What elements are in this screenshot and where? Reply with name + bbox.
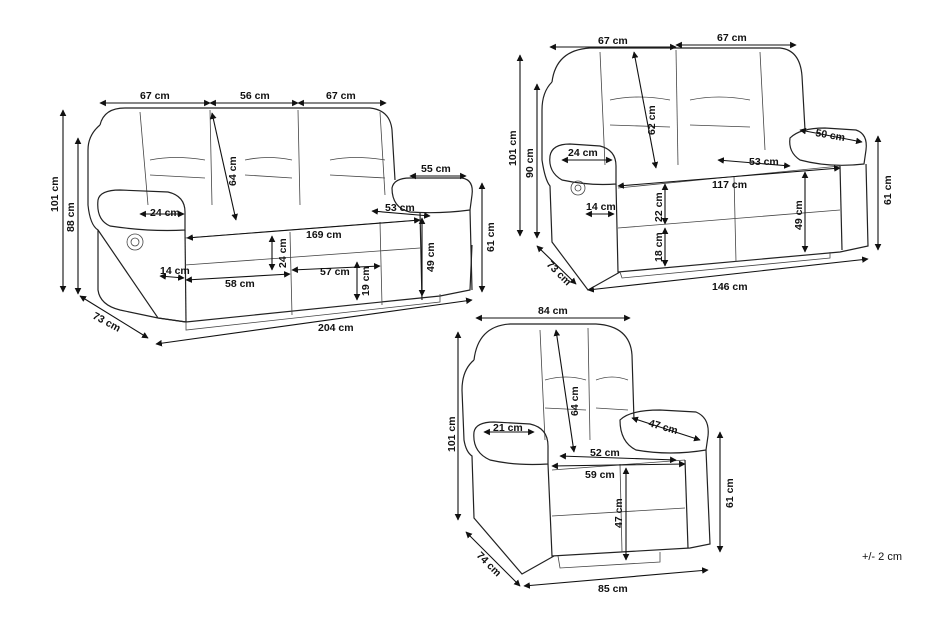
sofa2-arm-front-label: 14 cm — [586, 201, 616, 213]
sofa3-inner-width-label: 169 cm — [306, 229, 342, 241]
sofa3-total-height-label: 101 cm — [49, 176, 61, 212]
armchair-arm-height-label: 61 cm — [724, 478, 736, 508]
sofa2-total-width-dim — [587, 256, 869, 293]
armchair-seat-depth-label: 52 cm — [590, 447, 620, 459]
sofa2-back-height-label: 90 cm — [524, 148, 536, 178]
sofa2-arm-height-label: 61 cm — [882, 175, 894, 205]
armchair-total-height-label: 101 cm — [446, 416, 458, 452]
sofa-2-outline — [541, 47, 869, 291]
sofa3-seat-mid-label: 56 cm — [240, 90, 270, 102]
sofa-3-seater: 67 cm 56 cm 67 cm 101 cm 88 cm 64 cm 24 … — [49, 90, 497, 347]
sofa2-seat-height-label: 49 cm — [793, 200, 805, 230]
sofa2-seat-depth-dim — [717, 157, 791, 169]
armchair-seat-height-label: 47 cm — [613, 498, 625, 528]
sofa3-armrest-left-label: 24 cm — [150, 207, 180, 219]
sofa3-seat-right-label: 67 cm — [326, 90, 356, 102]
sofa2-depth-label: 73 cm — [544, 259, 574, 289]
armchair-total-width-label: 85 cm — [598, 583, 628, 595]
sofa3-arm-front-label: 14 cm — [160, 265, 190, 277]
armchair-seat-width-dim — [551, 460, 686, 470]
sofa3-back-cushion-label: 64 cm — [227, 156, 239, 186]
sofa3-back-height-label: 88 cm — [65, 202, 77, 232]
armchair-armrest-left-label: 21 cm — [493, 422, 523, 434]
sofa2-footrest-height-label: 18 cm — [653, 232, 665, 262]
sofa2-armrest-right-dim — [799, 127, 863, 145]
sofa3-arm-height-label: 61 cm — [485, 222, 497, 252]
sofa3-total-width-dim — [155, 297, 473, 347]
sofa3-seat-left-label: 67 cm — [140, 90, 170, 102]
sofa-2-seater: 67 cm 67 cm 101 cm 90 cm 62 cm 24 cm 50 … — [507, 32, 894, 293]
sofa3-total-width-label: 204 cm — [318, 322, 354, 334]
sofa2-total-width-label: 146 cm — [712, 281, 748, 293]
armchair-top-width-label: 84 cm — [538, 305, 568, 317]
sofa2-back-cushion-label: 62 cm — [646, 105, 658, 135]
sofa3-seat-height-label: 49 cm — [425, 242, 437, 272]
sofa3-footrest-right-dim — [291, 262, 381, 274]
sofa-3-outline — [87, 107, 473, 331]
sofa3-footrest-right-label: 57 cm — [320, 266, 350, 278]
armchair-back-cushion-dim — [553, 329, 577, 453]
sofa3-inner-width-dim — [186, 217, 421, 241]
sofa3-armfront-depth-label: 53 cm — [385, 202, 415, 214]
armchair-total-width-dim — [523, 567, 709, 589]
sofa2-inner-width-dim — [617, 165, 841, 189]
sofa2-seat-left-label: 67 cm — [598, 35, 628, 47]
sofa3-arm-front-dim — [159, 273, 185, 281]
sofa3-footrest-left-dim — [185, 271, 291, 283]
sofa2-back-cushion-dim — [631, 51, 659, 169]
armchair-back-cushion-label: 64 cm — [569, 386, 581, 416]
sofa3-footrest-left-label: 58 cm — [225, 278, 255, 290]
sofa2-armrest-right-label: 50 cm — [814, 127, 845, 144]
armchair-seat-width-label: 59 cm — [585, 469, 615, 481]
sofa2-inner-width-label: 117 cm — [712, 179, 747, 191]
armchair-outline — [461, 323, 711, 575]
sofa2-armrest-left-label: 24 cm — [568, 147, 598, 159]
armchair-depth-dim — [465, 531, 521, 587]
sofa2-seat-right-label: 67 cm — [717, 32, 747, 44]
sofa3-armrest-depth-label: 55 cm — [421, 163, 451, 175]
sofa3-footrest-height-label: 19 cm — [360, 266, 372, 296]
sofa2-seat-depth-label: 53 cm — [749, 156, 779, 168]
armchair-armrest-right-dim — [631, 416, 701, 442]
tolerance-note: +/- 2 cm — [861, 551, 902, 563]
sofa3-depth-label: 73 cm — [91, 310, 123, 335]
sofa3-seat-cushion-label: 24 cm — [277, 238, 289, 268]
armchair-armrest-right-label: 47 cm — [647, 417, 679, 437]
sofa2-depth-dim — [536, 245, 577, 285]
sofa2-seat-cushion-label: 22 cm — [653, 192, 665, 222]
sofa2-total-height-label: 101 cm — [507, 130, 519, 166]
sofa3-back-cushion-dim — [210, 112, 238, 221]
sofa3-armfront-depth-dim — [371, 208, 431, 219]
sofa3-depth-dim — [79, 295, 149, 339]
armchair-seat-depth-dim — [559, 452, 677, 464]
armchair: 84 cm 101 cm 64 cm 21 cm 47 cm 52 cm 59 … — [446, 305, 736, 595]
